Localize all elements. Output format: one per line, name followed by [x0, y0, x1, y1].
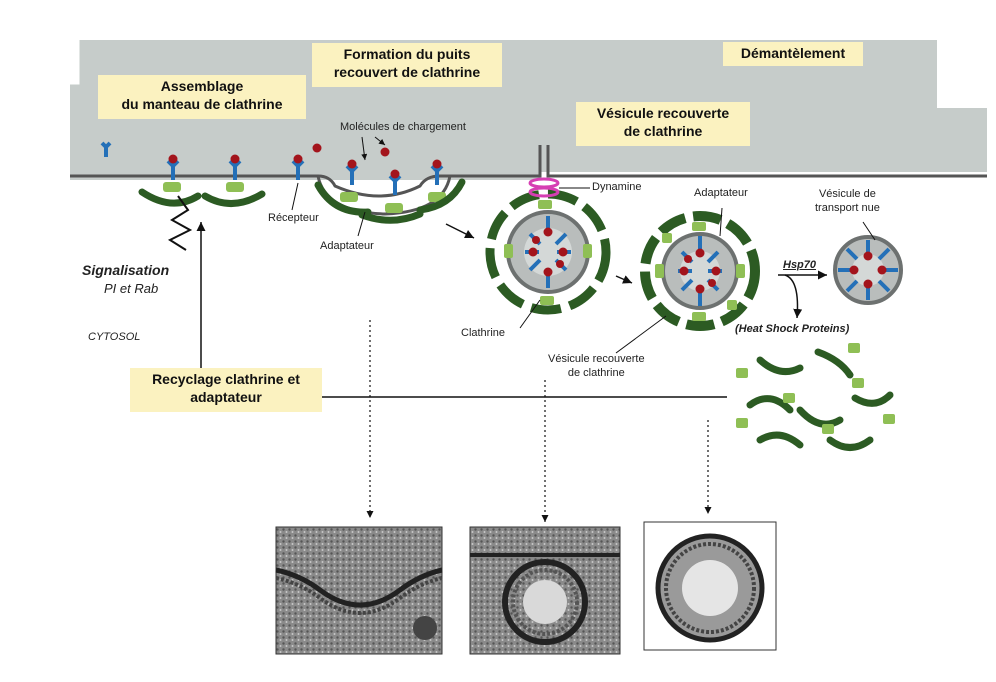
disassembled-adaptors: [736, 343, 895, 434]
receptor-left: [100, 141, 112, 157]
em-coated-pit: [275, 526, 443, 655]
budding-vesicle: [485, 189, 611, 315]
em-coated-vesicle: [643, 521, 777, 651]
cargo-molecules: [168, 143, 442, 179]
signalisation-zigzag: [167, 195, 193, 251]
coated-vesicle: [640, 211, 760, 331]
naked-vesicle: [833, 235, 903, 305]
demantelement-box: Démantèlement: [723, 42, 863, 66]
dynamin-ring: [528, 177, 560, 198]
receptors-assembly: [166, 159, 444, 195]
clathrin-assembly: [138, 178, 466, 224]
label-pi-rab: PI et Rab: [104, 281, 159, 296]
label-heat-shock: (Heat Shock Proteins): [735, 323, 850, 335]
label-vesicule-recouverte: Vésicule recouverte de clathrine: [548, 353, 645, 379]
membrane-edge: [70, 145, 987, 198]
em-budding-vesicle: [469, 526, 621, 655]
membrane-upper-step: [70, 40, 81, 86]
arrow-pit-to-vesicle: [445, 223, 475, 239]
label-hsp70: Hsp70: [783, 259, 817, 271]
recyclage-box: Recyclage clathrine et adaptateur: [130, 368, 322, 412]
plasma-membrane: [80, 40, 987, 180]
label-molecules: Molécules de chargement: [340, 121, 466, 133]
label-vesicule-nue: Vésicule de transport nue: [815, 188, 880, 214]
label-cytosol: CYTOSOL: [88, 331, 141, 343]
label-adaptateur-pit: Adaptateur: [320, 240, 374, 252]
label-signalisation: Signalisation: [82, 262, 170, 278]
label-dynamine: Dynamine: [592, 181, 642, 193]
label-adaptateur-vesicle: Adaptateur: [694, 187, 748, 199]
label-clathrine: Clathrine: [461, 327, 506, 339]
label-recepteur: Récepteur: [268, 212, 319, 224]
adaptors-assembly: [163, 182, 446, 213]
arrow-to-heatshock: [784, 274, 803, 319]
formation-box: Formation du puits recouvert de clathrin…: [312, 43, 502, 87]
assemblage-box: Assemblage du manteau de clathrine: [98, 75, 306, 119]
disassembled-clathrin: [746, 348, 894, 451]
arrow-vesicle-to-coated: [615, 275, 633, 284]
vesicule-box: Vésicule recouverte de clathrine: [576, 102, 750, 146]
